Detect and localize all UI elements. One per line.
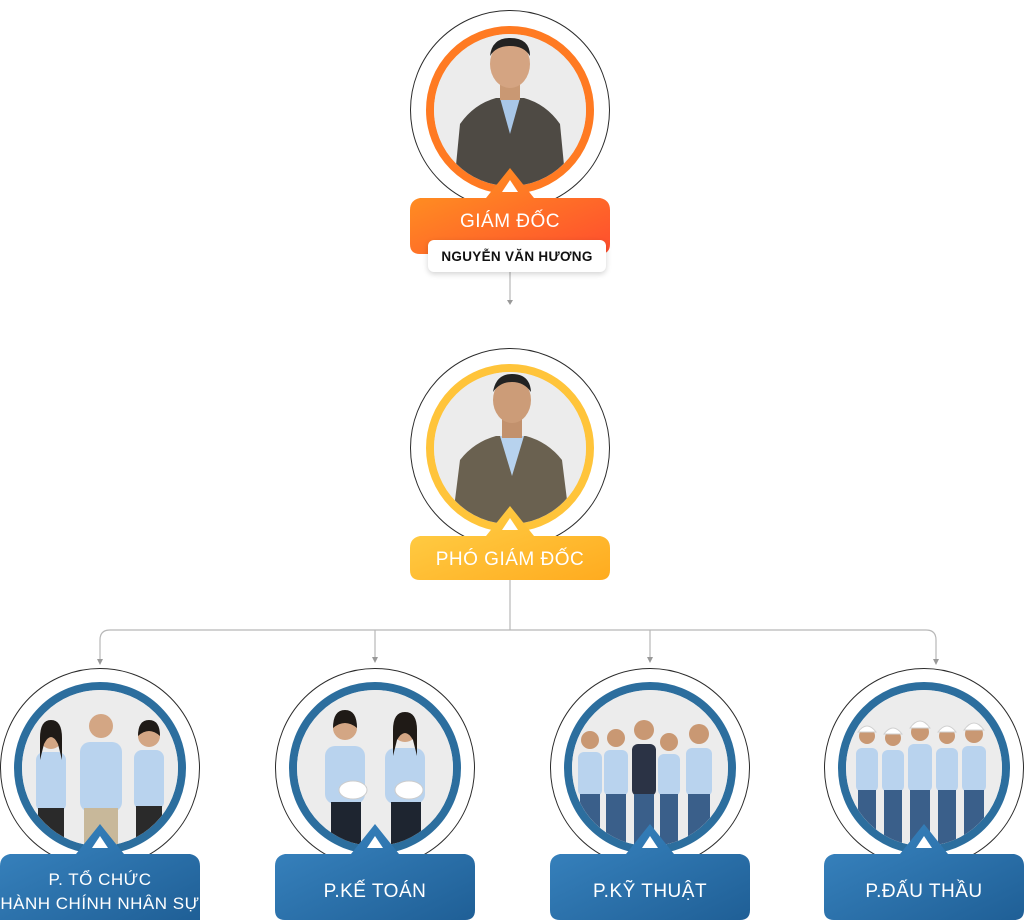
department-title-line2: HÀNH CHÍNH NHÂN SỰ: [0, 894, 200, 913]
department-photo-frame: [564, 682, 736, 854]
deputy-title-tab: [410, 506, 610, 580]
arrowhead-deputy: [507, 300, 513, 305]
arrowhead-dept-2: [372, 657, 378, 663]
department-node-4: P.ĐẤU THẦU: [824, 668, 1024, 920]
department-title-4: P.ĐẤU THẦU: [865, 881, 983, 902]
deputy-node: PHÓ GIÁM ĐỐC: [410, 330, 610, 590]
department-photo-bidding: [846, 690, 1002, 846]
department-triangle-icon: [916, 836, 932, 848]
department-title-tab-1: [0, 824, 200, 920]
deputy-triangle-icon: [502, 518, 518, 530]
director-photo: [434, 34, 586, 186]
connector-deputy-departments: [99, 580, 937, 660]
department-photo-accounting: [297, 690, 453, 846]
arrowhead-dept-3: [647, 657, 653, 663]
department-title-1: P. TỔ CHỨC HÀNH CHÍNH NHÂN SỰ: [0, 864, 200, 920]
deputy-photo-frame: [426, 364, 594, 532]
department-title-line1: P. TỔ CHỨC: [48, 870, 152, 889]
director-node: GIÁM ĐỐC NGUYỄN VĂN HƯƠNG: [410, 0, 610, 280]
department-node-2: P.KẾ TOÁN: [275, 668, 475, 920]
director-title: GIÁM ĐỐC: [459, 211, 561, 232]
department-photo-frame: [14, 682, 186, 854]
department-photo-engineering: [572, 690, 728, 846]
department-triangle-icon: [367, 836, 383, 848]
department-title-tab-4: [824, 824, 1024, 920]
arrowhead-dept-4: [933, 659, 939, 665]
director-title-tab: [410, 168, 610, 254]
department-title-tab-2: [275, 824, 475, 920]
arrowhead-dept-1: [97, 659, 103, 665]
director-name: NGUYỄN VĂN HƯƠNG: [428, 240, 606, 272]
department-title-2: P.KẾ TOÁN: [323, 881, 427, 902]
department-title-tab-3: [550, 824, 750, 920]
department-photo-hr: [22, 690, 178, 846]
department-triangle-icon: [92, 836, 108, 848]
department-title-3: P.KỸ THUẬT: [592, 881, 708, 902]
deputy-title: PHÓ GIÁM ĐỐC: [435, 549, 585, 570]
department-node-3: P.KỸ THUẬT: [550, 668, 750, 920]
department-triangle-icon: [642, 836, 658, 848]
director-triangle-icon: [502, 180, 518, 192]
deputy-photo: [434, 372, 586, 524]
department-node-1: P. TỔ CHỨC HÀNH CHÍNH NHÂN SỰ: [0, 668, 200, 920]
